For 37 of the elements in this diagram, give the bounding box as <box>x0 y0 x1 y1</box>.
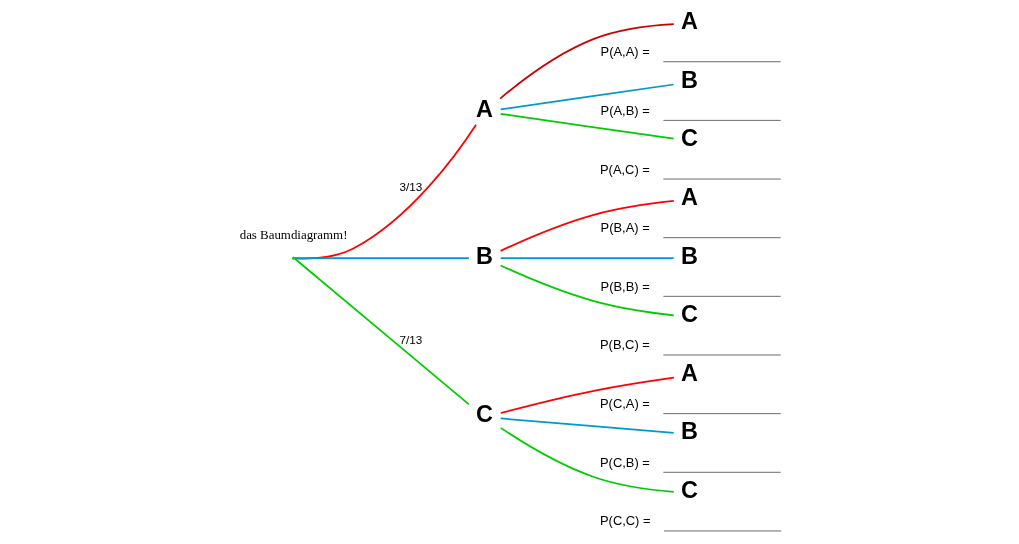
node-text: A <box>475 95 493 122</box>
connector <box>499 264 675 317</box>
label: P(C,C) = <box>599 513 651 529</box>
label: P(A,B) = <box>600 102 650 118</box>
connector <box>293 257 470 260</box>
node-text: C <box>475 401 493 428</box>
node-text: B <box>680 418 698 445</box>
label: P(C,B) = <box>599 454 650 470</box>
connector <box>499 112 675 140</box>
label: P(B,A) = <box>600 220 650 236</box>
label: P(C,A) = <box>599 396 650 412</box>
edge-label: 3/13 <box>398 180 422 194</box>
label: P(A,C) = <box>599 161 650 177</box>
node-text: B <box>475 242 493 269</box>
connector <box>499 376 675 414</box>
label: P(B,C) = <box>599 337 650 353</box>
node-text: B <box>680 242 698 269</box>
connector <box>499 417 675 434</box>
connector <box>499 83 675 111</box>
connector <box>499 200 675 252</box>
node-text: A <box>680 359 698 386</box>
node-point <box>291 256 295 260</box>
node-text: C <box>680 477 698 504</box>
edge-label: 7/13 <box>398 332 422 346</box>
connector <box>499 257 675 260</box>
node-text: C <box>680 301 698 328</box>
label: P(B,B) = <box>600 278 650 294</box>
node-text: A <box>680 183 698 210</box>
connector <box>293 257 470 406</box>
node-text: B <box>680 66 698 93</box>
node-text: C <box>680 125 698 152</box>
connector <box>499 427 675 493</box>
node-text: A <box>680 7 698 34</box>
label: P(A,A) = <box>600 44 650 60</box>
connector <box>498 23 675 100</box>
connector <box>293 123 477 260</box>
label: das Baumdiagramm! <box>239 228 347 243</box>
